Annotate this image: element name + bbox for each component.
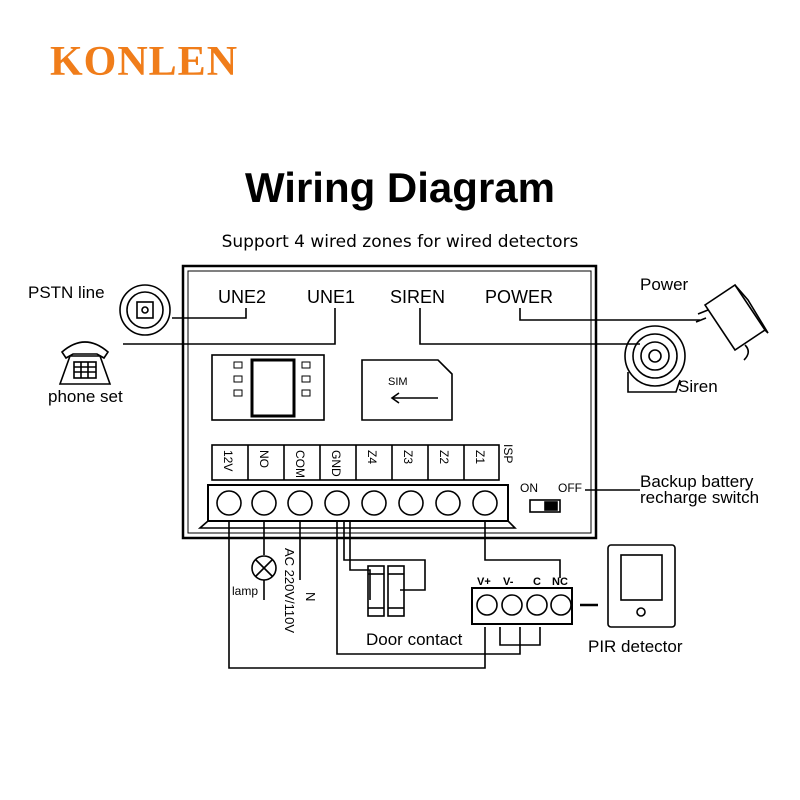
power-adapter-icon (695, 283, 769, 361)
pir-terminal-vminus: V- (503, 576, 514, 588)
backup-battery-label: Backup battery (640, 472, 754, 491)
terminal-label-gnd: GND (329, 450, 343, 477)
door-contact-label: Door contact (366, 630, 463, 649)
power-wire (519, 308, 700, 321)
page-title: Wiring Diagram (245, 164, 555, 211)
switch-off-label: OFF (558, 481, 582, 495)
switch-on-label: ON (520, 481, 538, 495)
siren-icon (624, 325, 686, 393)
pir-terminal-block (471, 587, 573, 625)
sim-chip (250, 358, 296, 418)
label-une2: UNE2 (218, 287, 266, 307)
isp-label: ISP (501, 444, 515, 463)
terminal-label-no: NO (257, 450, 271, 468)
terminal-com (287, 490, 313, 516)
alarm-panel-inner (187, 270, 592, 534)
terminal-z3 (398, 490, 424, 516)
terminal-no (251, 490, 277, 516)
lamp-label: lamp (232, 584, 258, 598)
terminal-12v (216, 490, 242, 516)
pir-terminal-nc: NC (552, 576, 568, 588)
label-une1: UNE1 (307, 287, 355, 307)
siren-label: Siren (678, 377, 718, 396)
terminal-block (207, 484, 509, 522)
pir-detector-icon (607, 544, 676, 628)
terminal-gnd (324, 490, 350, 516)
terminal-label-z1: Z1 (473, 450, 487, 464)
wire-z4-return (349, 521, 371, 600)
sim-card (361, 359, 453, 421)
terminal-label-12v: 12V (221, 450, 235, 471)
alarm-panel (181, 264, 598, 540)
pir-terminal-vplus: V+ (477, 576, 491, 588)
terminal-label-z2: Z2 (437, 450, 451, 464)
siren-wire (419, 308, 640, 345)
terminal-label-z3: Z3 (401, 450, 415, 464)
phone-icon (58, 341, 112, 385)
label-siren: SIREN (390, 287, 445, 307)
page-subtitle: Support 4 wired zones for wired detector… (221, 232, 579, 252)
terminal-label-com: COM (293, 450, 307, 478)
une1-wire (123, 308, 336, 345)
power-label: Power (640, 275, 689, 294)
pir-terminal-c: C (533, 576, 541, 588)
wire-z1 (484, 521, 561, 578)
pstn-line-label: PSTN line (28, 283, 105, 302)
ac-supply-label: AC 220V/110V (282, 548, 297, 633)
recharge-switch-label: recharge switch (640, 488, 759, 507)
une2-wire (172, 308, 247, 319)
terminal-z2 (435, 490, 461, 516)
door-contact-icon (367, 565, 405, 617)
backup-switch (529, 499, 561, 513)
wire-z4 (343, 521, 426, 591)
phone-set-label: phone set (48, 387, 123, 406)
terminal-z1 (472, 490, 498, 516)
brand-logo: KONLEN (50, 39, 239, 85)
wire-12v (228, 521, 486, 669)
pir-detector-label: PIR detector (588, 637, 683, 656)
label-power: POWER (485, 287, 553, 307)
terminal-label-z4: Z4 (365, 450, 379, 464)
sim-holder (211, 354, 325, 421)
sim-label: SIM (388, 376, 408, 388)
wire-gnd (336, 521, 521, 655)
terminal-z4 (361, 490, 387, 516)
neutral-label: N (303, 592, 318, 601)
pstn-socket (119, 284, 171, 336)
